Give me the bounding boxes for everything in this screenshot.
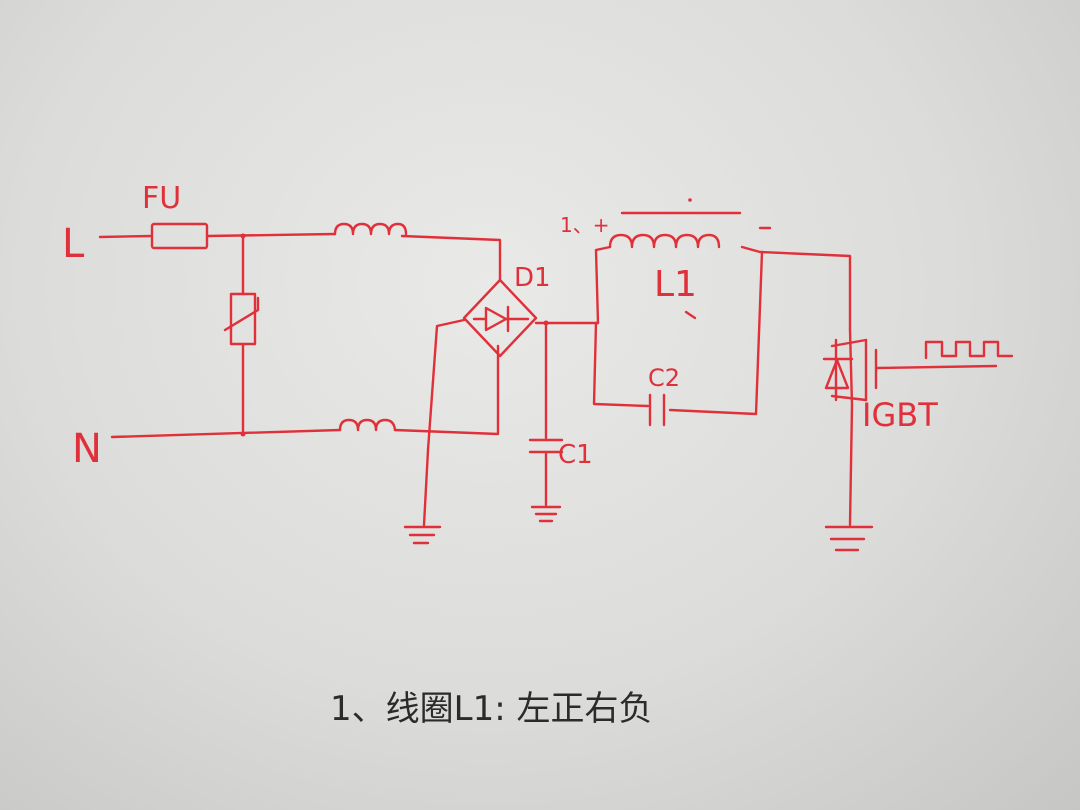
capacitor-c1-symbol	[528, 320, 564, 523]
igbt-symbol	[822, 328, 998, 552]
bridge-label: D1	[514, 263, 551, 293]
coil-marker-label: 1、+	[560, 213, 609, 237]
capacitor-c2-symbol	[648, 393, 666, 427]
line-inductor-symbol	[333, 222, 408, 236]
line-terminal-label: L	[62, 221, 85, 267]
fuse-label: FU	[142, 181, 181, 216]
input-varistor-symbol	[223, 233, 260, 437]
ground-symbol-bridge	[403, 525, 442, 545]
gate-pulse-waveform	[924, 340, 1014, 360]
input-line-wire	[98, 232, 502, 282]
resonant-tank	[592, 198, 852, 427]
capacitor-c1-label: C1	[558, 440, 593, 470]
coil-label: L1	[654, 264, 697, 305]
input-neutral-wire	[110, 344, 500, 439]
neutral-terminal-label: N	[72, 426, 102, 472]
igbt-label: IGBT	[862, 396, 938, 434]
fuse-symbol	[150, 222, 209, 250]
neutral-inductor-symbol	[338, 418, 397, 432]
note-text: 1、线圈L1: 左正右负	[330, 689, 652, 729]
coil-l1-symbol	[608, 233, 721, 249]
capacitor-c2-label: C2	[648, 364, 680, 392]
bridge-rectifier-symbol	[422, 278, 600, 527]
